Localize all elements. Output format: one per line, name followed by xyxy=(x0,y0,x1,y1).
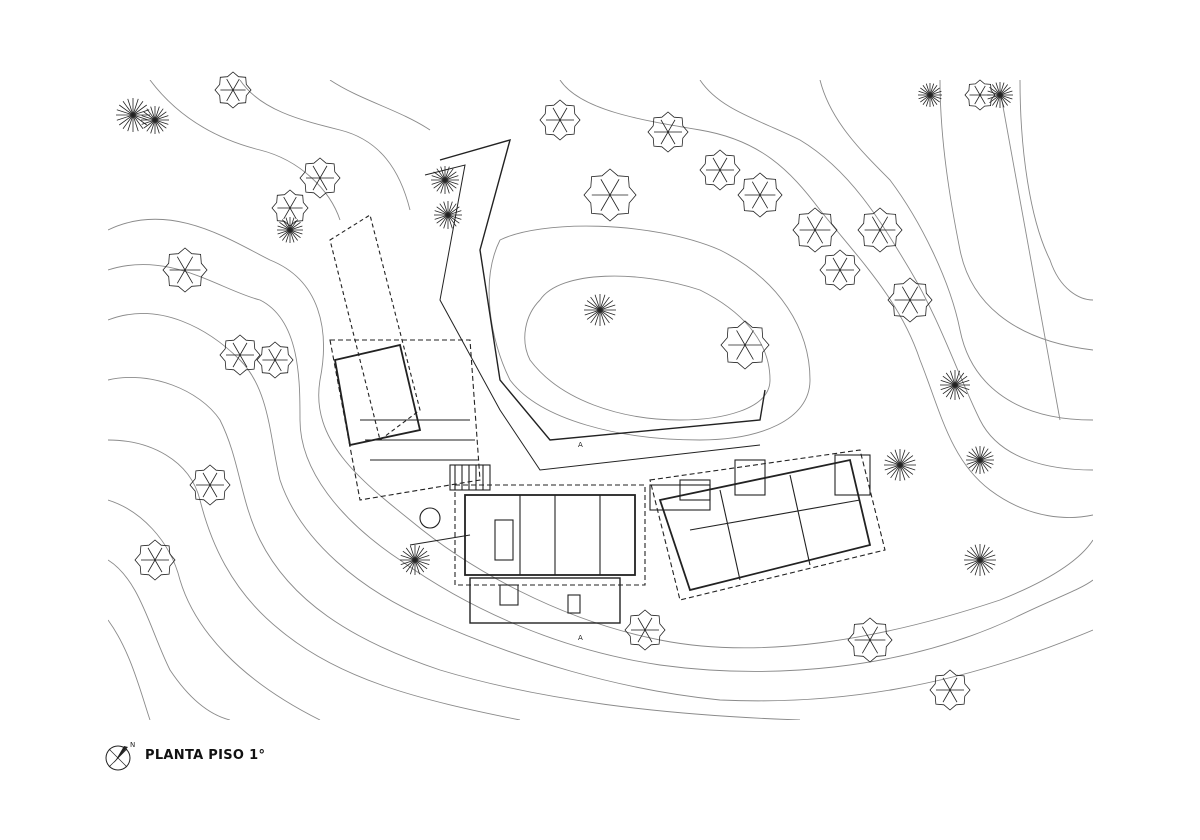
tree-canopy-icon xyxy=(189,464,231,506)
palm-tree-icon xyxy=(884,449,916,481)
section-marker-top: A xyxy=(578,441,583,449)
tree-canopy-icon xyxy=(737,172,783,218)
palm-tree-icon xyxy=(918,83,942,107)
building-plan xyxy=(329,138,886,624)
palm-tree-icon xyxy=(116,98,150,132)
palm-tree-icon xyxy=(964,544,996,576)
north-label: N xyxy=(130,741,135,749)
tree-canopy-icon xyxy=(792,207,838,253)
drawing-title: PLANTA PISO 1° xyxy=(145,748,266,763)
tree-canopy-icon xyxy=(256,341,294,379)
tree-canopy-icon xyxy=(539,99,581,141)
tree-canopy-icon xyxy=(720,320,770,370)
palm-tree-icon xyxy=(400,545,430,575)
section-marker-bottom: A xyxy=(578,634,583,642)
palm-tree-icon xyxy=(434,201,462,229)
tree-canopy-icon xyxy=(624,609,666,651)
palm-tree-icon xyxy=(584,294,616,326)
tree-canopy-icon xyxy=(819,249,861,291)
tree-canopy-icon xyxy=(647,111,689,153)
tree-canopy-icon xyxy=(214,71,252,109)
tree-canopy-icon xyxy=(857,207,903,253)
tree-canopy-icon xyxy=(271,189,309,227)
tree-canopy-icon xyxy=(847,617,893,663)
tree-canopy-icon xyxy=(219,334,261,376)
palm-tree-icon xyxy=(431,166,459,194)
tree-canopy-icon xyxy=(887,277,933,323)
tree-canopy-icon xyxy=(162,247,208,293)
tree-canopy-icon xyxy=(299,157,341,199)
tree-canopy-icon xyxy=(964,79,996,111)
tree-canopy-icon xyxy=(134,539,176,581)
palm-tree-icon xyxy=(141,106,169,134)
trees xyxy=(116,71,1013,711)
palm-tree-icon xyxy=(966,446,994,474)
north-arrow-icon: N xyxy=(105,741,135,771)
tree-canopy-icon xyxy=(699,149,741,191)
tree-canopy-icon xyxy=(929,669,971,711)
palm-tree-icon xyxy=(940,370,970,400)
tree-canopy-icon xyxy=(583,168,637,222)
contour-lines xyxy=(108,80,1093,720)
palm-tree-icon xyxy=(987,82,1013,108)
